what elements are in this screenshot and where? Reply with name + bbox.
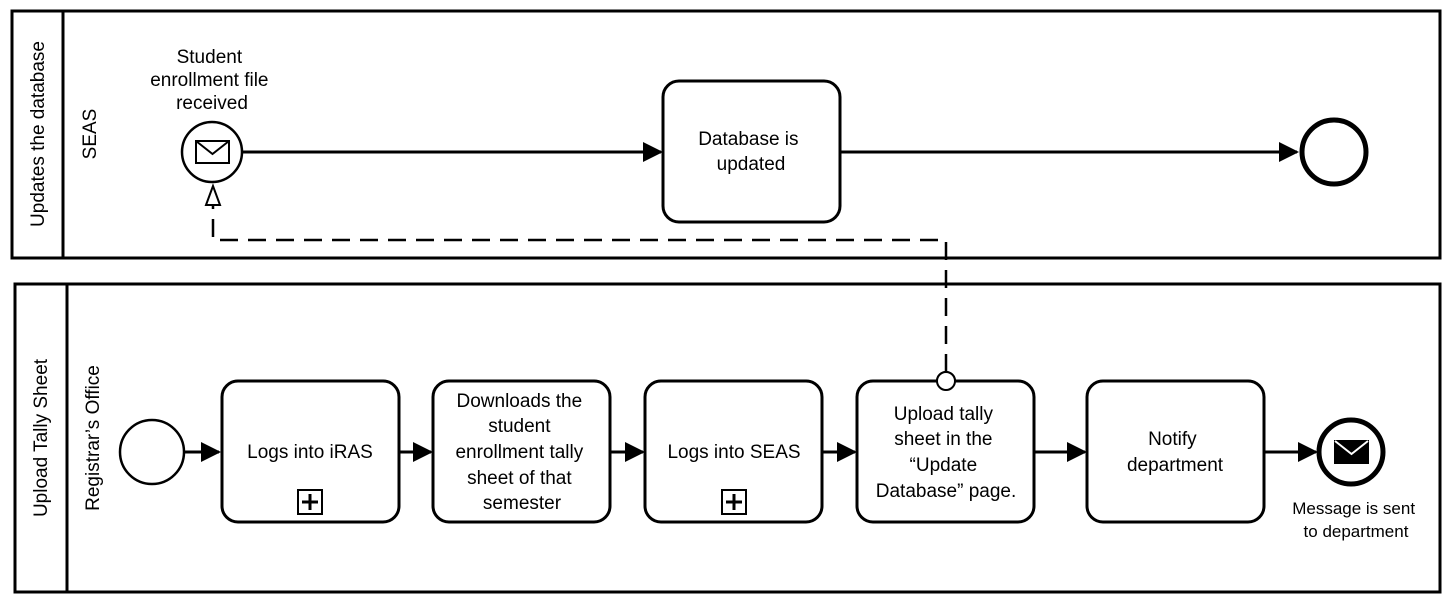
task-label: Downloads the student enrollment tally s… <box>455 391 588 514</box>
task-logs-into-seas[interactable]: Logs into SEAS <box>643 379 824 524</box>
message-end-event[interactable] <box>1316 417 1386 487</box>
pool-label: Updates the database <box>28 41 49 227</box>
task-label: Logs into SEAS <box>667 442 800 463</box>
envelope-icon <box>195 140 230 164</box>
task-label: Logs into iRAS <box>247 442 373 463</box>
end-event[interactable] <box>1299 117 1369 187</box>
message-flow-source <box>936 371 956 391</box>
pool-label: Upload Tally Sheet <box>31 358 52 517</box>
task-upload-tally-sheet[interactable]: Upload tally sheet in the “Update Databa… <box>855 371 1036 524</box>
task-logs-into-iras[interactable]: Logs into iRAS <box>220 379 401 524</box>
task-downloads-tally-sheet[interactable]: Downloads the student enrollment tally s… <box>431 379 612 524</box>
task-label: Database is updated <box>698 129 804 175</box>
lane-label: SEAS <box>80 109 101 160</box>
envelope-icon <box>1334 440 1369 464</box>
end-event-label: Message is sent to department <box>1292 499 1420 541</box>
message-start-event[interactable] <box>180 120 244 184</box>
lane-label: Registrar’s Office <box>83 365 104 511</box>
task-notify-department[interactable]: Notify department <box>1085 379 1266 524</box>
start-event[interactable] <box>118 418 186 486</box>
task-database-updated[interactable]: Database is updated <box>661 79 842 224</box>
start-event-label: Student enrollment file received <box>150 47 274 114</box>
subprocess-plus-icon[interactable] <box>297 489 323 515</box>
subprocess-plus-icon[interactable] <box>721 489 747 515</box>
task-label: Notify department <box>1127 429 1224 476</box>
task-label: Upload tally sheet in the “Update Databa… <box>876 404 1017 502</box>
